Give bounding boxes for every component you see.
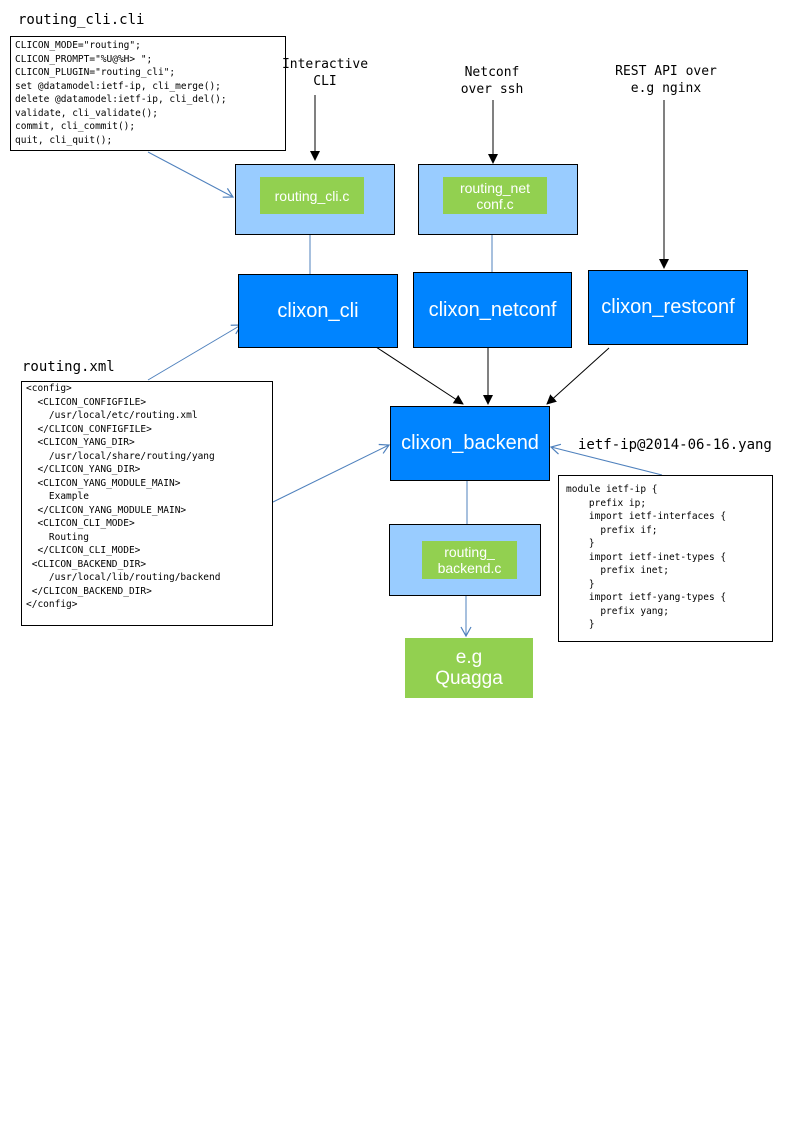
code-line: <CLICON_CLI_MODE> [26, 518, 135, 529]
code-line: quit, cli_quit(); [15, 134, 113, 146]
xml-file-code: <config> <CLICON_CONFIGFILE> /usr/local/… [26, 382, 268, 612]
code-line: <config> [26, 383, 72, 394]
code-line: CLICON_PLUGIN="routing_cli"; [15, 67, 176, 78]
clixon-netconf-box: clixon_netconf [413, 272, 572, 348]
clixon-cli-box: clixon_cli [238, 274, 398, 348]
arrow-cli-to-backend [375, 346, 464, 405]
code-line: import ietf-inet-types { [566, 551, 727, 563]
code-line: <CLICON_BACKEND_DIR> [26, 558, 147, 570]
restconf-label: REST API over e.g nginx [615, 64, 717, 96]
code-line: prefix inet; [566, 565, 669, 576]
code-line: Example [26, 491, 89, 502]
code-line: /usr/local/etc/routing.xml [26, 410, 198, 421]
clixon-backend-box: clixon_backend [390, 406, 550, 481]
netconf-plugin: routing_net conf.c [443, 177, 547, 214]
cli-plugin: routing_cli.c [260, 177, 364, 214]
code-line: CLICON_MODE="routing"; [15, 40, 141, 51]
code-line: } [566, 578, 595, 590]
yang-file-code: module ietf-ip { prefix ip; import ietf-… [566, 483, 765, 632]
code-line: <CLICON_YANG_MODULE_MAIN> [26, 477, 181, 489]
code-line: import ietf-yang-types { [566, 592, 727, 603]
code-line: import ietf-interfaces { [566, 511, 727, 522]
yang-file-box: module ietf-ip { prefix ip; import ietf-… [558, 475, 773, 642]
arrow-yang-to-backend [549, 443, 663, 476]
interactive-cli-label: Interactive CLI [281, 57, 369, 89]
netconf-plugin-container: routing_net conf.c [418, 164, 578, 235]
code-line: delete @datamodel:ietf-ip, cli_del(); [15, 94, 227, 105]
code-line: </CLICON_CONFIGFILE> [26, 423, 152, 435]
arrow-xml-to-backend [272, 443, 391, 503]
yang-file-title: ietf-ip@2014-06-16.yang [578, 437, 772, 453]
cli-file-code: CLICON_MODE="routing"; CLICON_PROMPT="%U… [15, 39, 281, 147]
code-line: commit, cli_commit(); [15, 121, 136, 132]
code-line: <CLICON_YANG_DIR> [26, 437, 135, 448]
cli-plugin-container: routing_cli.c [235, 164, 395, 235]
code-line: </CLICON_CLI_MODE> [26, 545, 141, 556]
code-line: /usr/local/share/routing/yang [26, 450, 215, 462]
code-line: } [566, 619, 595, 630]
code-line: module ietf-ip { [566, 484, 658, 495]
netconf-label: Netconf over ssh [460, 65, 524, 97]
cli-file-title: routing_cli.cli [18, 12, 145, 28]
code-line: } [566, 538, 595, 549]
code-line: prefix if; [566, 524, 658, 536]
xml-file-title: routing.xml [22, 359, 115, 375]
xml-file-box: <config> <CLICON_CONFIGFILE> /usr/local/… [21, 381, 273, 626]
code-line: prefix ip; [566, 497, 647, 509]
code-line: </CLICON_YANG_DIR> [26, 464, 141, 475]
code-line: Routing [26, 531, 89, 543]
quagga-box: e.g Quagga [405, 638, 533, 698]
cli-file-box: CLICON_MODE="routing"; CLICON_PROMPT="%U… [10, 36, 286, 151]
backend-plugin-container: routing_ backend.c [389, 524, 541, 596]
arrow-restconf-to-backend [546, 347, 610, 405]
code-line: prefix yang; [566, 605, 669, 617]
code-line: </config> [26, 599, 78, 610]
code-line: <CLICON_CONFIGFILE> [26, 396, 147, 408]
code-line: </CLICON_YANG_MODULE_MAIN> [26, 504, 187, 516]
code-line: validate, cli_validate(); [15, 107, 158, 119]
clixon-restconf-box: clixon_restconf [588, 270, 748, 345]
backend-plugin: routing_ backend.c [422, 541, 517, 579]
arrow-xml-to-cli [147, 324, 243, 381]
code-line: set @datamodel:ietf-ip, cli_merge(); [15, 80, 221, 92]
code-line: CLICON_PROMPT="%U@%H> "; [15, 53, 153, 65]
code-line: </CLICON_BACKEND_DIR> [26, 585, 152, 597]
arrow-clifile-to-cliplugin [147, 151, 235, 198]
code-line: /usr/local/lib/routing/backend [26, 572, 221, 583]
